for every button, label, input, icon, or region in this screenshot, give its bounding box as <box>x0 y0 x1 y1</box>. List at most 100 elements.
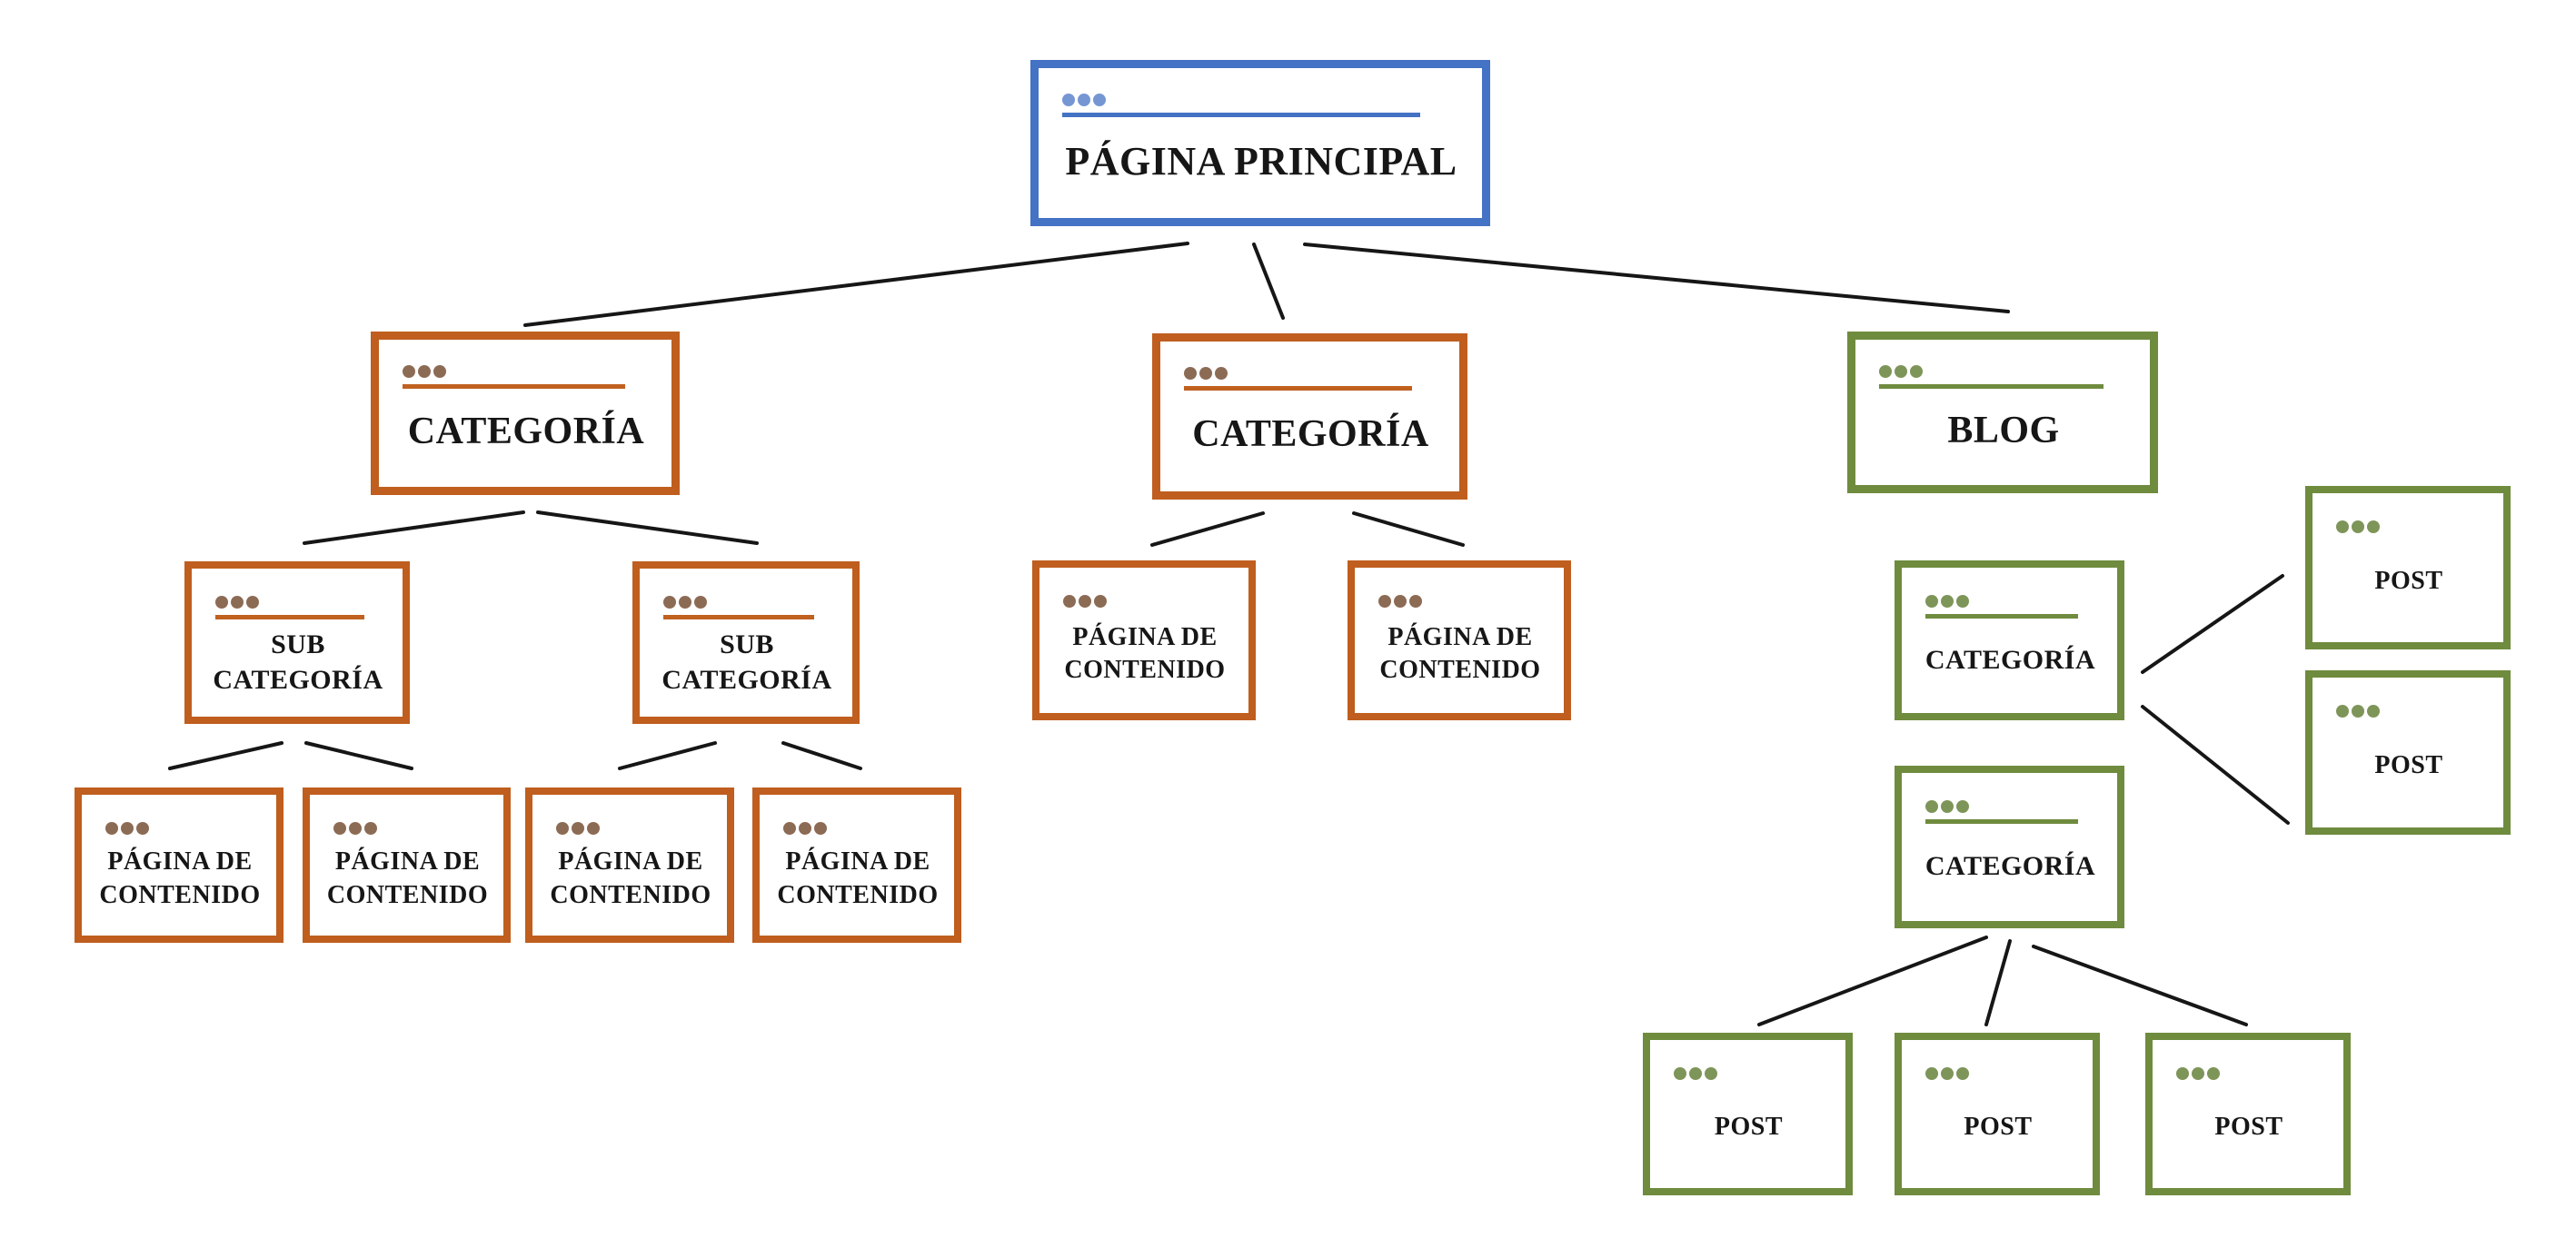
window-dots-icon <box>2336 520 2482 533</box>
window-dots-icon <box>1063 595 1227 608</box>
window-dots-icon <box>2176 1067 2322 1080</box>
window-dot-icon <box>1910 365 1923 378</box>
window-dots-icon <box>1184 367 1437 380</box>
edge-categoria-2-to-pagina-contenido-c2-1 <box>1150 511 1265 547</box>
window-dot-icon <box>1378 595 1391 608</box>
window-title-line <box>403 384 625 389</box>
window-chrome <box>1062 94 1460 117</box>
edge-categoria-blog-2-to-post-bottom-2 <box>1984 939 2012 1026</box>
node-label: POST <box>1714 1113 1784 1142</box>
edge-categoria-blog-1-to-post-right-2 <box>2141 705 2290 825</box>
window-chrome <box>1184 367 1437 391</box>
window-dot-icon <box>2367 520 2380 533</box>
window-dot-icon <box>1705 1067 1717 1080</box>
window-dot-icon <box>1093 94 1106 106</box>
window-dot-icon <box>1199 367 1212 380</box>
node-label: CATEGORÍA <box>1925 644 2096 675</box>
window-chrome <box>1879 365 2128 389</box>
node-pagina-contenido-s1-1: PÁGINA DE CONTENIDO <box>75 787 283 943</box>
window-dot-icon <box>2367 705 2380 718</box>
node-label: SUB CATEGORÍA <box>213 629 383 695</box>
window-chrome <box>1674 1067 1824 1080</box>
window-dot-icon <box>1925 595 1938 608</box>
edge-pagina-principal-to-blog <box>1303 243 2010 313</box>
window-dot-icon <box>433 365 446 378</box>
window-dot-icon <box>105 822 118 835</box>
window-dots-icon <box>1925 595 2095 608</box>
window-dot-icon <box>556 822 569 835</box>
node-sub-categoria-2: SUB CATEGORÍA <box>632 561 860 724</box>
window-dots-icon <box>1674 1067 1824 1080</box>
window-dot-icon <box>1215 367 1228 380</box>
window-dots-icon <box>1925 1067 2071 1080</box>
window-dot-icon <box>333 822 346 835</box>
node-sub-categoria-1: SUB CATEGORÍA <box>184 561 410 724</box>
window-chrome <box>783 822 932 835</box>
window-dot-icon <box>403 365 415 378</box>
window-dot-icon <box>136 822 149 835</box>
node-label: PÁGINA DE CONTENIDO <box>1379 622 1541 684</box>
node-label: POST <box>2214 1113 2283 1142</box>
window-dot-icon <box>679 596 691 609</box>
window-dot-icon <box>1956 800 1969 813</box>
window-chrome <box>2336 705 2482 718</box>
node-label: POST <box>1964 1113 2033 1142</box>
edge-categoria-blog-2-to-post-bottom-3 <box>2032 945 2248 1026</box>
window-dots-icon <box>403 365 650 378</box>
window-chrome <box>1063 595 1227 608</box>
window-dot-icon <box>1956 1067 1969 1080</box>
window-dot-icon <box>2352 705 2364 718</box>
edge-sub-categoria-1-to-pagina-contenido-s1-1 <box>168 741 283 770</box>
window-dot-icon <box>1062 94 1075 106</box>
edge-categoria-1-to-sub-categoria-1 <box>303 510 525 545</box>
edge-categoria-2-to-pagina-contenido-c2-2 <box>1352 511 1465 547</box>
window-dots-icon <box>105 822 254 835</box>
window-dot-icon <box>364 822 377 835</box>
window-dot-icon <box>349 822 362 835</box>
window-dot-icon <box>572 822 584 835</box>
window-dots-icon <box>333 822 482 835</box>
node-label: BLOG <box>1947 409 2060 451</box>
window-dots-icon <box>1879 365 2128 378</box>
window-dot-icon <box>783 822 796 835</box>
window-chrome <box>1925 800 2095 824</box>
node-post-right-1: POST <box>2305 486 2511 649</box>
window-dots-icon <box>556 822 705 835</box>
node-label: SUB CATEGORÍA <box>661 629 832 695</box>
window-title-line <box>1879 384 2104 389</box>
node-pagina-contenido-s2-2: PÁGINA DE CONTENIDO <box>752 787 961 943</box>
window-dots-icon <box>783 822 932 835</box>
edge-sub-categoria-2-to-pagina-contenido-s2-2 <box>781 741 862 770</box>
window-title-line <box>663 615 814 619</box>
window-dot-icon <box>2192 1067 2204 1080</box>
window-dot-icon <box>1063 595 1076 608</box>
window-dot-icon <box>1941 800 1954 813</box>
window-dot-icon <box>1925 800 1938 813</box>
edge-categoria-blog-1-to-post-right-1 <box>2141 574 2284 674</box>
node-label: CATEGORÍA <box>407 410 645 452</box>
edge-sub-categoria-2-to-pagina-contenido-s2-1 <box>618 741 717 770</box>
window-title-line <box>1062 113 1421 117</box>
window-dot-icon <box>1895 365 1907 378</box>
node-post-bottom-1: POST <box>1643 1033 1853 1195</box>
window-dot-icon <box>2207 1067 2220 1080</box>
window-chrome <box>215 596 381 619</box>
window-dot-icon <box>215 596 228 609</box>
window-dot-icon <box>1409 595 1422 608</box>
window-dot-icon <box>663 596 676 609</box>
window-dot-icon <box>231 596 244 609</box>
node-post-bottom-3: POST <box>2145 1033 2351 1195</box>
window-dot-icon <box>2336 520 2349 533</box>
window-dot-icon <box>1941 1067 1954 1080</box>
window-dots-icon <box>1062 94 1460 106</box>
node-label: PÁGINA DE CONTENIDO <box>326 847 489 909</box>
window-dots-icon <box>2336 705 2482 718</box>
window-dots-icon <box>215 596 381 609</box>
edge-pagina-principal-to-categoria-1 <box>523 242 1189 327</box>
window-dot-icon <box>1094 595 1107 608</box>
window-dot-icon <box>2176 1067 2189 1080</box>
window-dot-icon <box>814 822 827 835</box>
window-title-line <box>1925 614 2079 619</box>
node-label: PÁGINA DE CONTENIDO <box>550 847 711 909</box>
